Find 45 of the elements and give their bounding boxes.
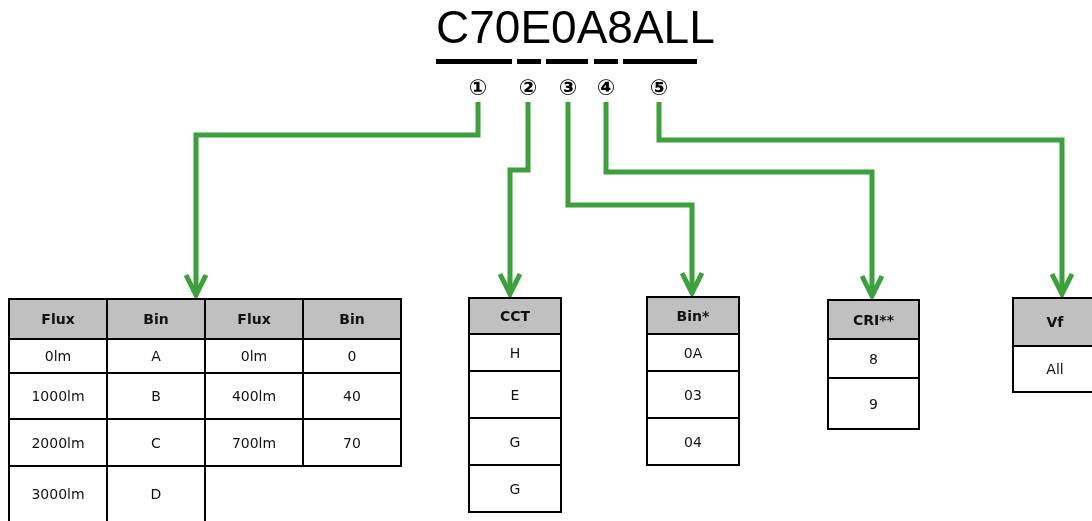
column-header: Bin <box>107 299 205 339</box>
arrow <box>183 102 481 298</box>
arrow <box>565 102 705 296</box>
table-cell: 9 <box>828 378 919 429</box>
table-cell: 0lm <box>205 339 303 373</box>
table-cell: C <box>107 419 205 466</box>
data-table <box>827 299 920 430</box>
callout-number: ④ <box>594 76 618 100</box>
arrow <box>603 102 885 299</box>
table-cell: 3000lm <box>9 466 107 521</box>
column-header: Flux <box>205 299 303 339</box>
table-cell: 0 <box>303 339 401 373</box>
table-cell: B <box>107 373 205 419</box>
column-header: Bin <box>303 299 401 339</box>
column-header: Bin* <box>647 297 739 334</box>
callout-number: ⑤ <box>647 76 671 100</box>
column-header: CRI** <box>828 300 919 339</box>
arrow <box>497 102 531 297</box>
table-cell: 400lm <box>205 373 303 419</box>
column-header: Vf <box>1013 298 1092 346</box>
table-cell: H <box>469 334 561 371</box>
column-header: CCT <box>469 298 561 334</box>
table-cell: 03 <box>647 371 739 418</box>
table-cell: 40 <box>303 373 401 419</box>
column-header: Flux <box>9 299 107 339</box>
table-cell: G <box>469 465 561 512</box>
table-cell: 04 <box>647 418 739 465</box>
table-cell: E <box>469 371 561 418</box>
table-cell: 0lm <box>9 339 107 373</box>
part-number-title: C70E0A8ALL <box>436 0 715 54</box>
data-table <box>8 298 402 521</box>
callout-number: ① <box>466 76 490 100</box>
table-cell: 2000lm <box>9 419 107 466</box>
table-cell: 8 <box>828 339 919 378</box>
callout-number: ② <box>516 76 540 100</box>
data-table <box>1012 297 1092 393</box>
data-table <box>468 297 562 513</box>
table-cell: 1000lm <box>9 373 107 419</box>
table-cell: A <box>107 339 205 373</box>
data-table <box>646 296 740 466</box>
arrow <box>656 102 1075 297</box>
table-cell: G <box>469 418 561 465</box>
callout-number: ③ <box>556 76 580 100</box>
table-cell: 0A <box>647 334 739 371</box>
table-cell: All <box>1013 346 1092 392</box>
